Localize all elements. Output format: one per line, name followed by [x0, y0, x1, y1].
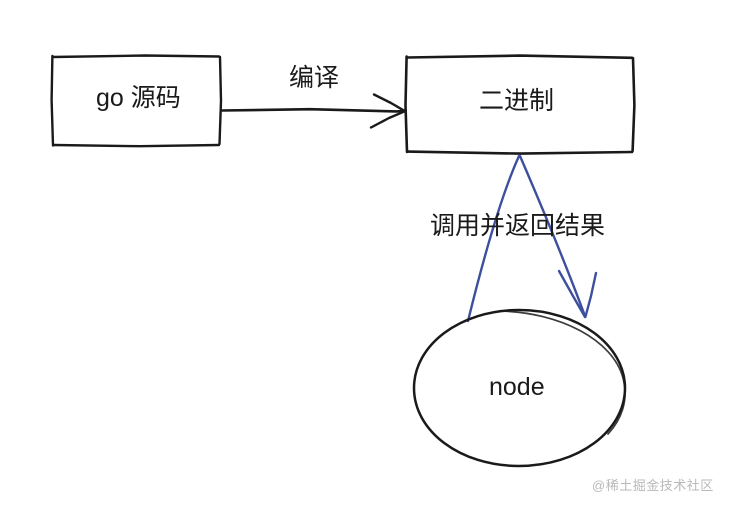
node-ellipse-shape	[412, 308, 627, 468]
go-source-box-label: go 源码	[96, 84, 181, 112]
binary-box-label: 二进制	[479, 87, 555, 115]
watermark: @稀土掘金技术社区	[592, 478, 714, 493]
binary-box-shape	[404, 54, 636, 155]
invoke-arc-shape	[466, 154, 598, 323]
invoke-edge-label: 调用并返回结果	[430, 212, 606, 240]
compile-edge-label: 编译	[289, 64, 340, 92]
compile-arrow-shape	[220, 93, 407, 129]
go-source-box-shape	[50, 54, 223, 148]
node-ellipse-label: node	[489, 373, 545, 401]
